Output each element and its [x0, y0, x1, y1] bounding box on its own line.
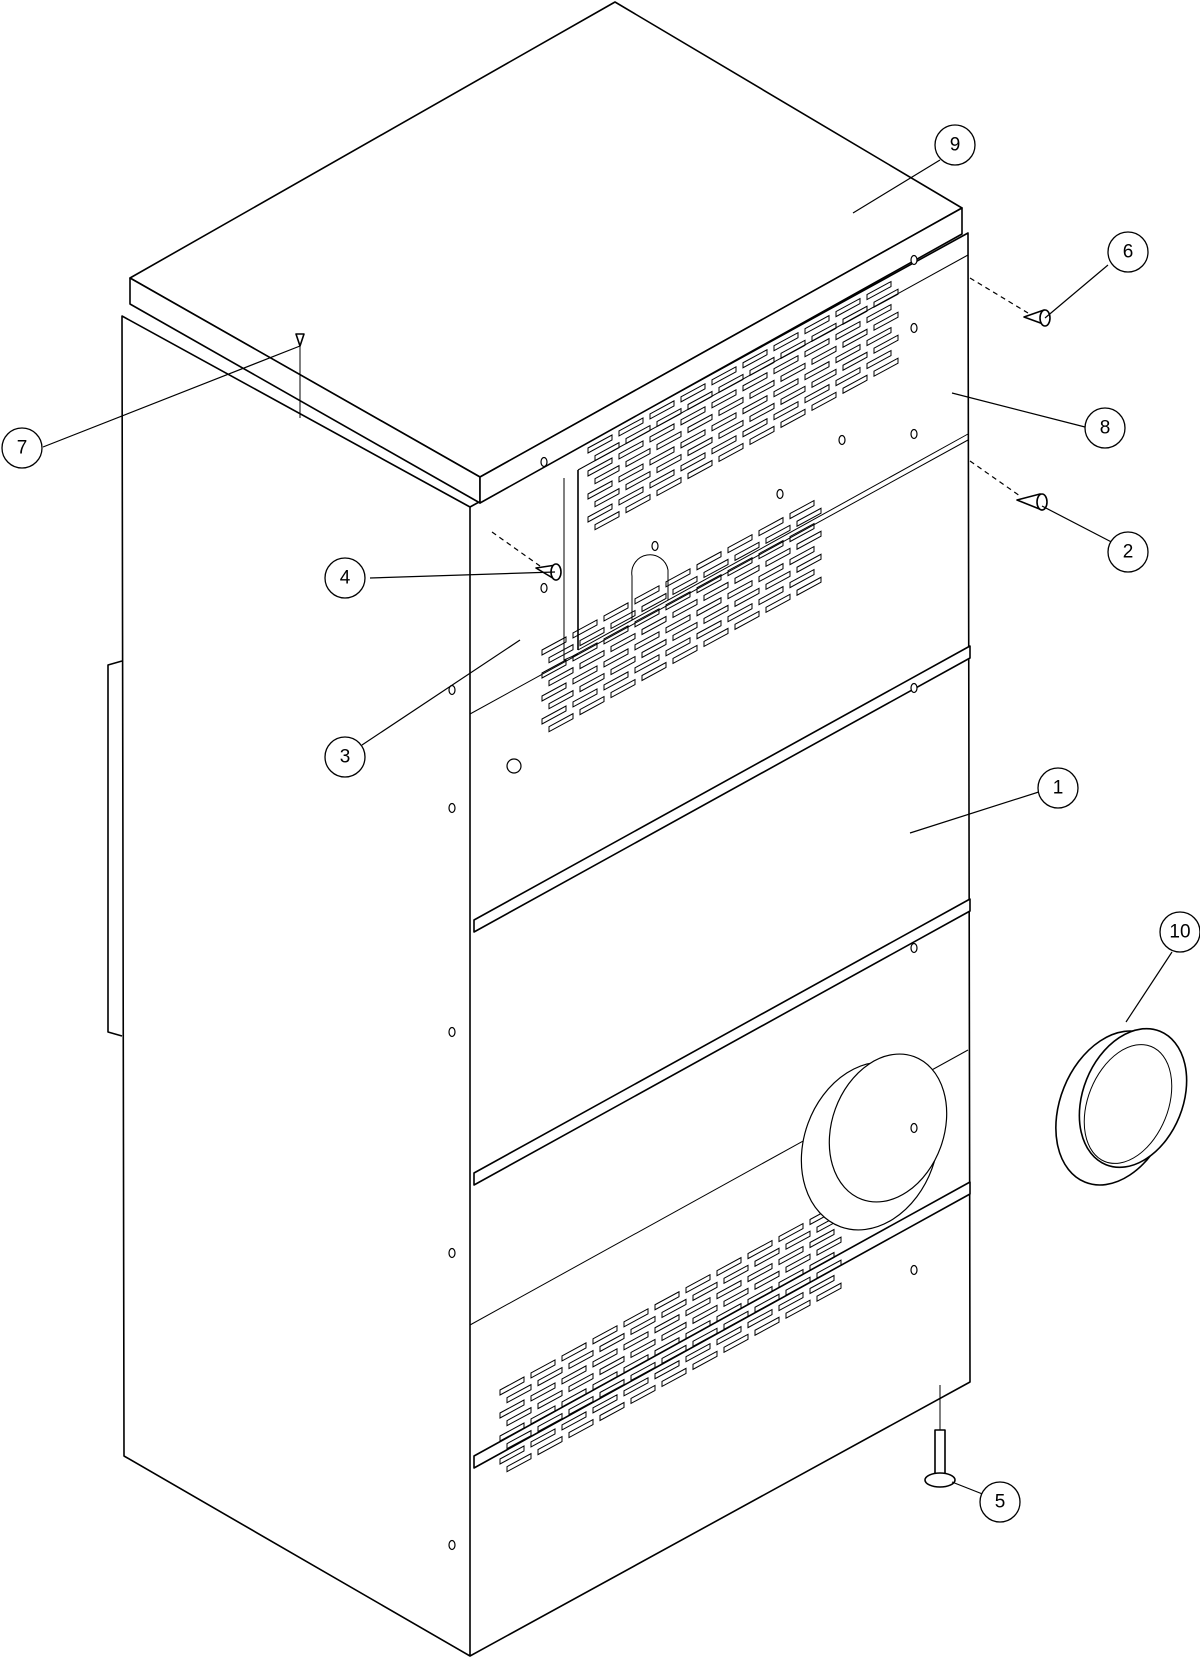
- callout-10: 10: [1159, 911, 1200, 953]
- callout-number: 5: [995, 1492, 1006, 1513]
- callout-number: 1: [1053, 778, 1064, 799]
- leader-lines: [42, 159, 1173, 1496]
- callout-number: 8: [1100, 418, 1111, 439]
- callout-2: 2: [1107, 531, 1149, 573]
- callout-number: 9: [950, 135, 961, 156]
- trim-strips: [473, 645, 971, 1469]
- callout-7: 7: [1, 427, 43, 469]
- screw-item-7: [295, 333, 305, 418]
- callout-number: 4: [340, 568, 351, 589]
- mounting-holes: [448, 254, 918, 1551]
- callout-number: 10: [1169, 922, 1190, 943]
- callout-number: 7: [17, 438, 28, 459]
- callout-8: 8: [1084, 407, 1126, 449]
- callout-1: 1: [1037, 767, 1079, 809]
- top-cover: [129, 1, 963, 504]
- callout-5: 5: [979, 1481, 1021, 1523]
- vent-grille-middle: [541, 499, 822, 733]
- collar-ring: [1055, 1027, 1188, 1186]
- panel-item-3: [469, 439, 969, 774]
- callout-3: 3: [324, 736, 366, 778]
- callout-number: 6: [1123, 242, 1134, 263]
- callout-9: 9: [934, 124, 976, 166]
- upper-grille-panel: [563, 254, 969, 661]
- duct-opening: [800, 1053, 948, 1231]
- callout-labels: 1 2 3 4 5 6 7 8 9 10: [1, 124, 1200, 1523]
- callout-number: 3: [340, 747, 351, 768]
- callout-6: 6: [1107, 231, 1149, 273]
- screw-item-2: [969, 460, 1048, 511]
- vent-grille-upper: [587, 280, 899, 531]
- screw-item-6: [969, 277, 1051, 327]
- callout-number: 2: [1123, 542, 1134, 563]
- cabinet-body: [107, 232, 971, 1657]
- screw-item-5: [924, 1385, 956, 1488]
- vent-grille-lower: [499, 1205, 842, 1473]
- callout-4: 4: [324, 557, 366, 599]
